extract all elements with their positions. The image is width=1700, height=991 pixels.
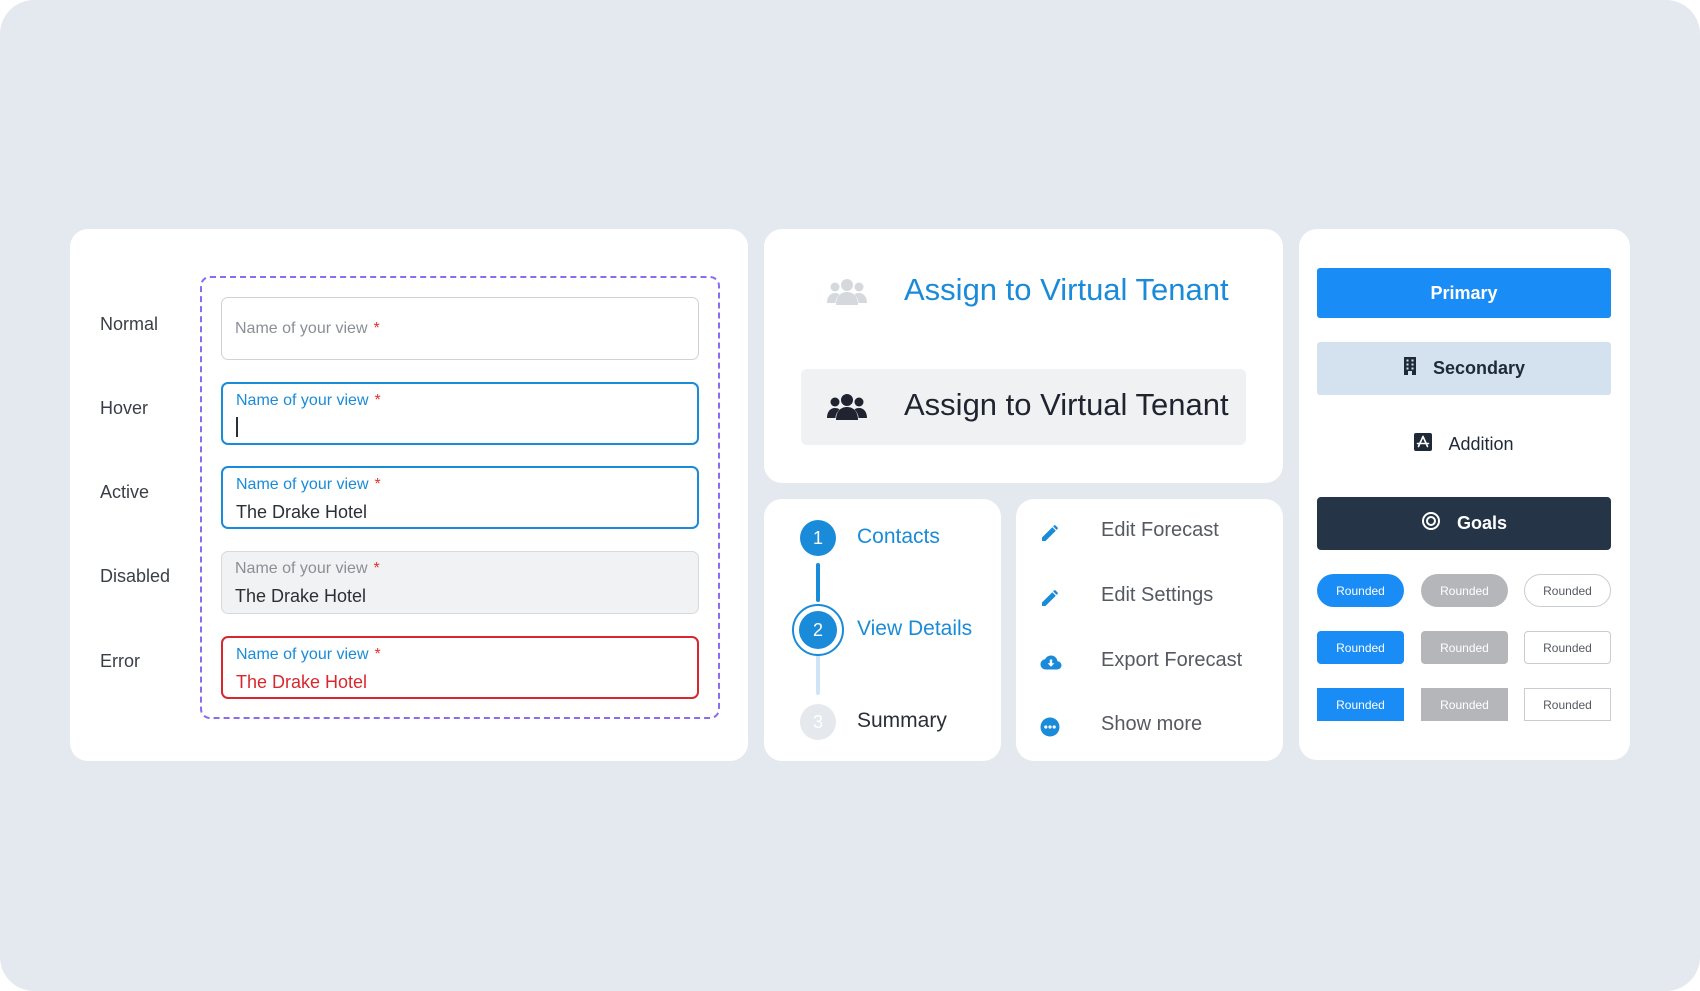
rounded-button-grey-square[interactable]: Rounded bbox=[1421, 688, 1508, 721]
step-label-view-details[interactable]: View Details bbox=[857, 617, 973, 640]
rounded-button-blue-pill[interactable]: Rounded bbox=[1317, 574, 1404, 607]
actions-card: Edit Forecast Edit Settings Export Forec… bbox=[1016, 499, 1283, 761]
field-value: The Drake Hotel bbox=[236, 672, 368, 692]
rounded-button-grey-pill[interactable]: Rounded bbox=[1421, 574, 1508, 607]
step-number-3[interactable]: 3 bbox=[800, 704, 836, 740]
building-icon bbox=[1403, 357, 1417, 380]
action-label: Export Forecast bbox=[1101, 649, 1243, 671]
action-label: Show more bbox=[1101, 713, 1203, 735]
stepper-card: 1 Contacts 2 View Details 3 Summary bbox=[764, 499, 1001, 761]
rounded-button-outline-pill[interactable]: Rounded bbox=[1524, 574, 1611, 607]
field-label: Name of your view* bbox=[235, 320, 380, 337]
assign-virtual-tenant-light[interactable]: Assign to Virtual Tenant bbox=[801, 254, 1246, 330]
assign-label: Assign to Virtual Tenant bbox=[904, 272, 1229, 307]
field-label: Name of your view* bbox=[235, 560, 380, 577]
name-field-active[interactable]: Name of your view* The Drake Hotel bbox=[221, 466, 699, 529]
step-label-contacts[interactable]: Contacts bbox=[857, 525, 940, 548]
text-caret bbox=[236, 417, 238, 437]
assign-card: Assign to Virtual Tenant Assign to Virtu… bbox=[764, 229, 1283, 483]
state-label-disabled: Disabled bbox=[100, 566, 171, 586]
buttons-card: Primary Secondary Addition Goals Rounded… bbox=[1299, 229, 1630, 760]
rounded-button-blue-small-radius[interactable]: Rounded bbox=[1317, 631, 1404, 664]
more-horizontal-icon bbox=[1040, 717, 1060, 742]
name-field-disabled: Name of your view* The Drake Hotel bbox=[221, 551, 699, 614]
field-value: The Drake Hotel bbox=[235, 586, 367, 606]
assign-virtual-tenant-dark[interactable]: Assign to Virtual Tenant bbox=[801, 369, 1246, 445]
secondary-button[interactable]: Secondary bbox=[1317, 342, 1611, 395]
rounded-button-outline-square[interactable]: Rounded bbox=[1524, 688, 1611, 721]
state-label-active: Active bbox=[100, 482, 150, 502]
states-frame bbox=[200, 276, 720, 719]
pencil-icon bbox=[1040, 523, 1060, 548]
pencil-icon bbox=[1040, 588, 1060, 613]
state-label-normal: Normal bbox=[100, 314, 159, 334]
name-field-hover[interactable]: Name of your view* bbox=[221, 382, 699, 445]
name-field-error[interactable]: Name of your view* The Drake Hotel bbox=[221, 636, 699, 699]
step-number-1[interactable]: 1 bbox=[800, 520, 836, 556]
rounded-button-outline-small-radius[interactable]: Rounded bbox=[1524, 631, 1611, 664]
target-icon bbox=[1421, 511, 1441, 536]
assign-label: Assign to Virtual Tenant bbox=[904, 387, 1229, 422]
name-field-normal[interactable]: Name of your view* bbox=[221, 297, 699, 360]
field-value: The Drake Hotel bbox=[236, 502, 368, 522]
cloud-download-icon bbox=[1040, 653, 1062, 678]
users-icon bbox=[827, 393, 867, 426]
step-connector-completed bbox=[816, 563, 820, 602]
app-store-icon bbox=[1414, 433, 1433, 456]
state-label-hover: Hover bbox=[100, 398, 149, 418]
field-label: Name of your view* bbox=[236, 392, 381, 409]
step-connector-pending bbox=[816, 649, 820, 695]
step-label-summary[interactable]: Summary bbox=[857, 709, 947, 732]
field-label: Name of your view* bbox=[236, 646, 381, 663]
goals-button[interactable]: Goals bbox=[1317, 497, 1611, 550]
rounded-button-grey-small-radius[interactable]: Rounded bbox=[1421, 631, 1508, 664]
input-states-card: Normal Hover Active Disabled Error Name … bbox=[70, 229, 748, 761]
rounded-button-blue-square[interactable]: Rounded bbox=[1317, 688, 1404, 721]
primary-button[interactable]: Primary bbox=[1317, 268, 1611, 318]
state-label-error: Error bbox=[100, 651, 140, 671]
step-number-2-active[interactable]: 2 bbox=[792, 604, 844, 656]
field-label: Name of your view* bbox=[236, 476, 381, 493]
users-icon bbox=[827, 278, 867, 311]
action-label: Edit Forecast bbox=[1101, 519, 1219, 541]
addition-button[interactable]: Addition bbox=[1317, 418, 1611, 471]
action-label: Edit Settings bbox=[1101, 584, 1214, 606]
